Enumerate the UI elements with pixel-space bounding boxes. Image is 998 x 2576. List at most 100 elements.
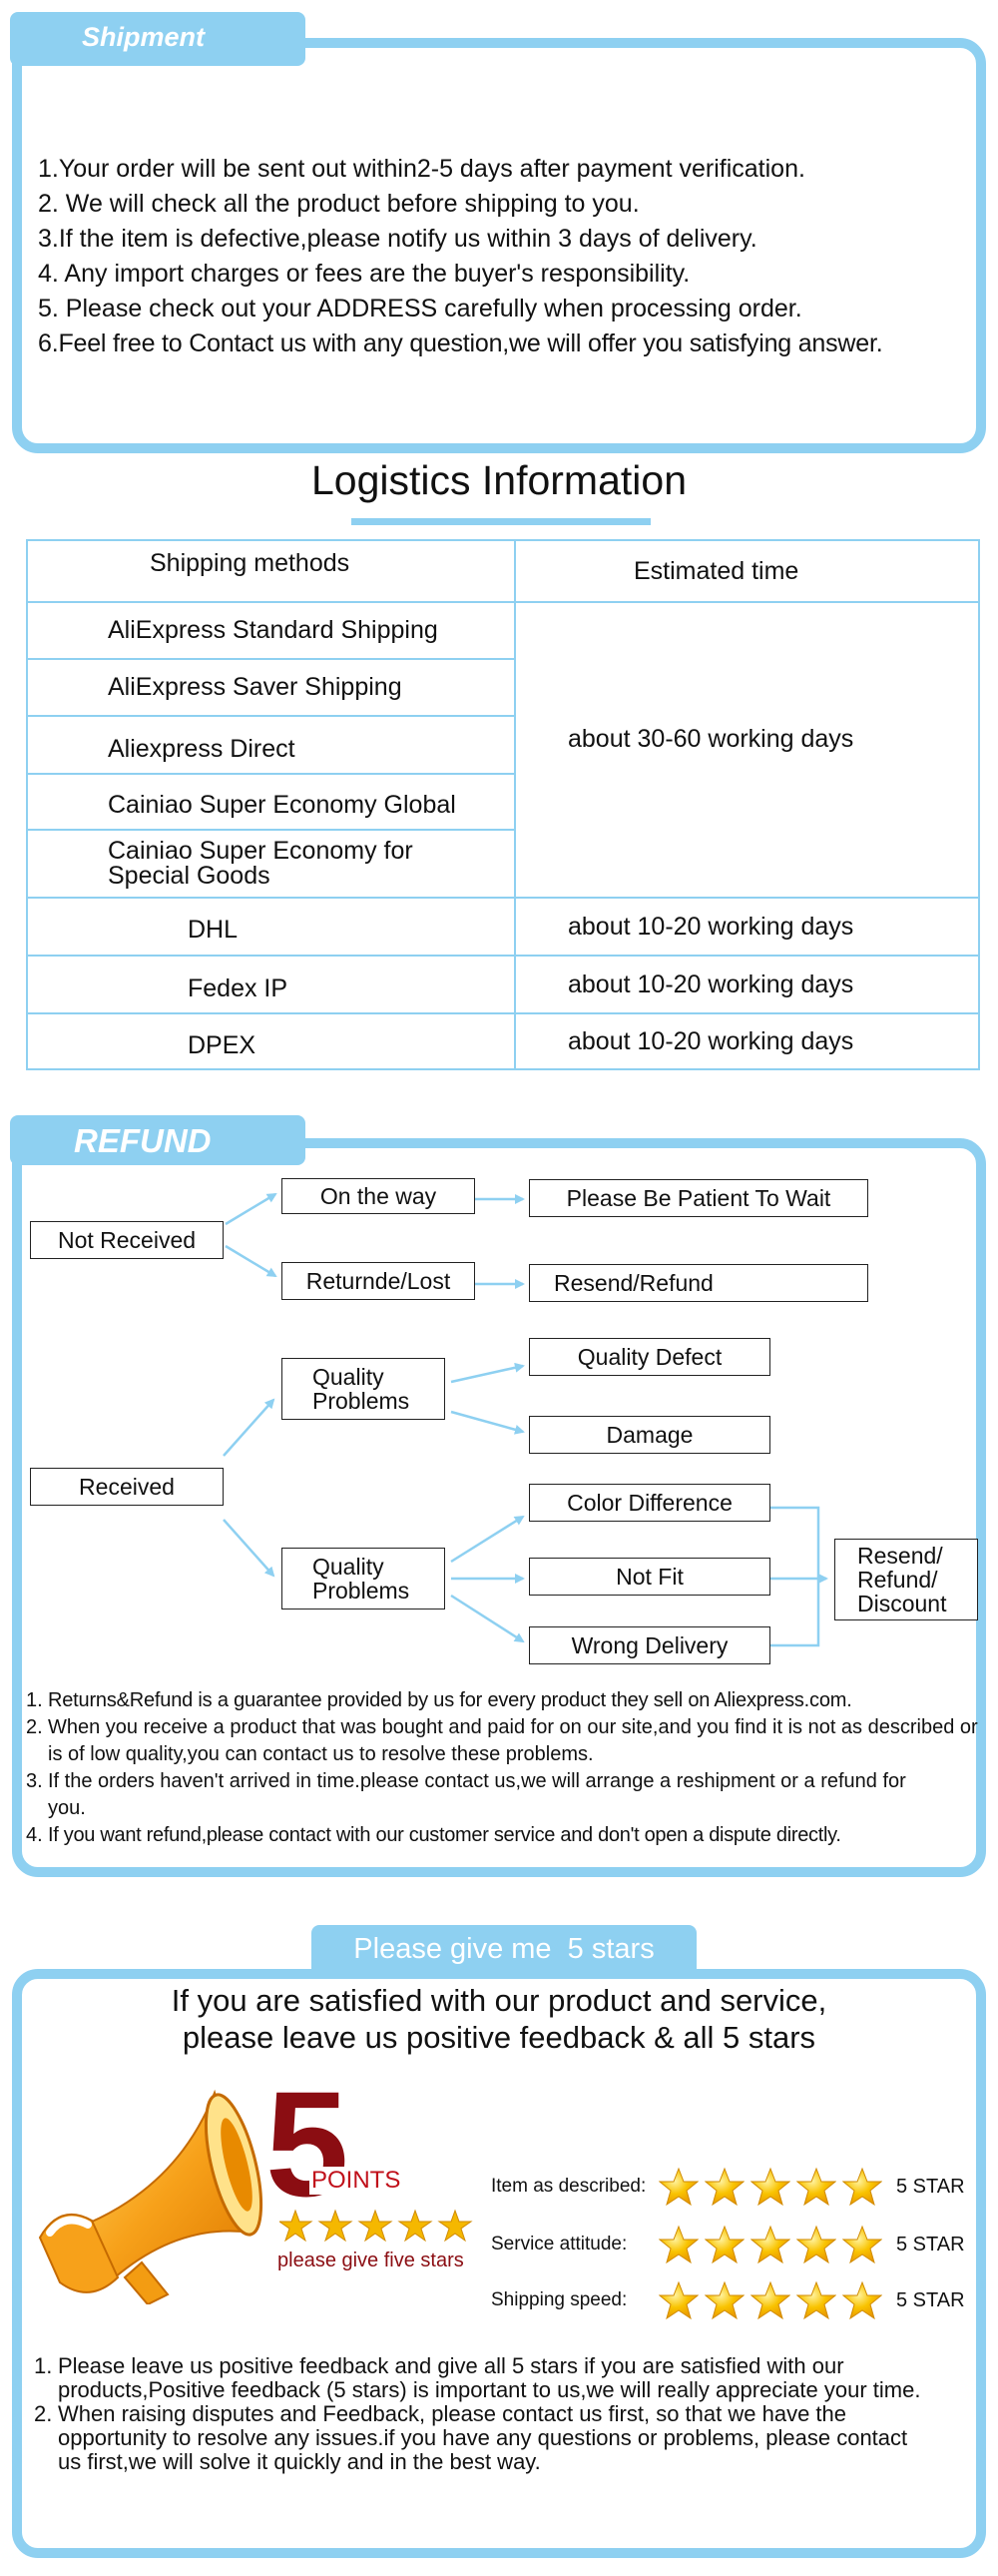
note-text: When raising disputes and Feedback, plea… bbox=[58, 2401, 908, 2474]
star-icon bbox=[704, 2225, 750, 2264]
rating-value: 5 STAR bbox=[896, 2233, 965, 2255]
quality-problems-box: Quality Problems bbox=[281, 1548, 445, 1610]
shipment-panel bbox=[12, 38, 986, 453]
big-five: 5 bbox=[265, 2060, 349, 2228]
shipment-list: 1.Your order will be sent out within2-5 … bbox=[38, 152, 986, 361]
note-number: 4. bbox=[26, 1824, 43, 1846]
shipment-line: 4. Any import charges or fees are the bu… bbox=[38, 260, 691, 288]
star-icon bbox=[658, 2167, 705, 2207]
feedback-tab: Please give me 5 stars bbox=[311, 1925, 697, 1977]
note-text: Please leave us positive feedback and gi… bbox=[58, 2353, 921, 2402]
quality-problems-box: Quality Problems bbox=[281, 1358, 445, 1420]
shipment-line: 5. Please check out your ADDRESS careful… bbox=[38, 295, 802, 322]
refund-tab-label: REFUND bbox=[74, 1122, 212, 1159]
five-stars-row bbox=[277, 2209, 479, 2245]
refund-flow-arrows bbox=[223, 1192, 828, 1647]
star-icon bbox=[841, 2167, 888, 2207]
color-difference-box: Color Difference bbox=[529, 1484, 770, 1522]
table-row: Cainiao Super Economy Global bbox=[26, 773, 979, 831]
note-text: If the orders haven't arrived in time.pl… bbox=[48, 1770, 906, 1819]
note-text: When you receive a product that was boug… bbox=[48, 1716, 978, 1765]
star-icon bbox=[397, 2209, 433, 2243]
note-number: 1. bbox=[34, 2353, 53, 2378]
not-fit-box: Not Fit bbox=[529, 1558, 770, 1596]
megaphone-icon bbox=[38, 2089, 263, 2304]
note-number: 1. bbox=[26, 1689, 43, 1711]
please-wait-box: Please Be Patient To Wait bbox=[529, 1179, 868, 1217]
shipping-method-cell: AliExpress Standard Shipping bbox=[26, 601, 516, 660]
table-row: DPEX about 10-20 working days bbox=[26, 1012, 980, 1070]
points-label: POINTS bbox=[309, 2167, 403, 2195]
star-icon bbox=[795, 2280, 842, 2320]
shipment-line: 2. We will check all the product before … bbox=[38, 190, 640, 218]
table-row: Fedex IP about 10-20 working days bbox=[26, 955, 980, 1014]
shipment-line: 3.If the item is defective,please notify… bbox=[38, 225, 757, 253]
returned-lost-box: Returnde/Lost bbox=[281, 1262, 475, 1300]
estimated-time-cell: about 10-20 working days bbox=[514, 897, 980, 957]
note-number: 2. bbox=[26, 1716, 43, 1738]
note-number: 3. bbox=[26, 1770, 43, 1792]
damage-box: Damage bbox=[529, 1416, 770, 1454]
star-icon bbox=[795, 2225, 842, 2264]
on-the-way-box: On the way bbox=[281, 1178, 475, 1214]
star-icon bbox=[357, 2209, 393, 2243]
received-box: Received bbox=[30, 1468, 224, 1506]
table-row: Shipping methods Estimated time bbox=[26, 539, 980, 603]
estimated-time-cell: about 30-60 working days bbox=[514, 601, 980, 899]
list-item: 1.Please leave us positive feedback and … bbox=[34, 2354, 982, 2402]
feedback-tab-label: Please give me 5 stars bbox=[353, 1933, 655, 1965]
not-received-box: Not Received bbox=[30, 1221, 224, 1259]
star-icon bbox=[437, 2209, 473, 2243]
table-row: AliExpress Saver Shipping bbox=[26, 658, 979, 717]
feedback-notes: 1.Please leave us positive feedback and … bbox=[34, 2354, 982, 2474]
feedback-headline-line: please leave us positive feedback & all … bbox=[182, 2020, 816, 2055]
star-icon bbox=[658, 2280, 705, 2320]
table-row: Cainiao Super Economy for Special Goods bbox=[26, 829, 979, 899]
list-item: 2.When raising disputes and Feedback, pl… bbox=[34, 2402, 982, 2474]
header-estimated-time: Estimated time bbox=[514, 539, 980, 603]
rating-value: 5 STAR bbox=[896, 2288, 965, 2311]
star-icon bbox=[658, 2225, 705, 2264]
refund-panel bbox=[12, 1138, 986, 1877]
feedback-headline-line: If you are satisfied with our product an… bbox=[171, 1983, 827, 2018]
star-icon-group bbox=[277, 2209, 473, 2243]
note-text: Returns&Refund is a guarantee provided b… bbox=[48, 1689, 852, 1711]
star-icon bbox=[795, 2167, 842, 2207]
table-row: AliExpress Standard Shipping about 30-60… bbox=[26, 601, 980, 899]
feedback-headline: If you are satisfied with our product an… bbox=[0, 1982, 998, 2056]
shipment-line: 1.Your order will be sent out within2-5 … bbox=[38, 155, 805, 183]
estimated-time-cell: about 10-20 working days bbox=[514, 955, 980, 1014]
rating-row: Shipping speed:5 STAR bbox=[491, 2278, 965, 2322]
rating-row: Item as described:5 STAR bbox=[491, 2165, 965, 2209]
shipment-line: 6.Feel free to Contact us with any quest… bbox=[38, 329, 883, 357]
rating-label: Service attitude: bbox=[491, 2234, 628, 2254]
note-text: If you want refund,please contact with o… bbox=[48, 1824, 841, 1846]
shipping-method-cell: Cainiao Super Economy Global bbox=[26, 773, 516, 831]
resend-refund-discount-box: Resend/ Refund/ Discount bbox=[834, 1539, 978, 1620]
star-icon bbox=[749, 2167, 796, 2207]
rating-row: Service attitude: 5 STAR bbox=[491, 2223, 965, 2266]
header-shipping-methods: Shipping methods bbox=[26, 539, 516, 603]
star-icon bbox=[749, 2280, 796, 2320]
list-item: 3.If the orders haven't arrived in time.… bbox=[26, 1768, 988, 1822]
shipment-tab: Shipment bbox=[10, 12, 305, 66]
wrong-delivery-box: Wrong Delivery bbox=[529, 1626, 770, 1664]
logistics-title-underline bbox=[351, 518, 651, 525]
star-icon bbox=[841, 2225, 888, 2264]
note-number: 2. bbox=[34, 2401, 53, 2426]
list-item: 4.If you want refund,please contact with… bbox=[26, 1822, 988, 1849]
estimated-time-cell: about 10-20 working days bbox=[514, 1012, 980, 1070]
shipping-method-cell: AliExpress Saver Shipping bbox=[26, 658, 516, 717]
give-five-label: please give five stars bbox=[277, 2250, 464, 2271]
quality-defect-box: Quality Defect bbox=[529, 1338, 770, 1376]
refund-notes: 1.Returns&Refund is a guarantee provided… bbox=[26, 1687, 988, 1849]
refund-tab: REFUND bbox=[10, 1115, 305, 1165]
rating-value: 5 STAR bbox=[896, 2175, 965, 2198]
logistics-table: Shipping methods Estimated time AliExpre… bbox=[26, 539, 980, 1070]
shipment-tab-label: Shipment bbox=[82, 22, 206, 52]
shipping-method-cell: Aliexpress Direct bbox=[26, 715, 516, 775]
list-item: 2.When you receive a product that was bo… bbox=[26, 1714, 988, 1768]
star-icon bbox=[317, 2209, 353, 2243]
table-row: Aliexpress Direct bbox=[26, 715, 979, 775]
star-icon bbox=[749, 2225, 796, 2264]
